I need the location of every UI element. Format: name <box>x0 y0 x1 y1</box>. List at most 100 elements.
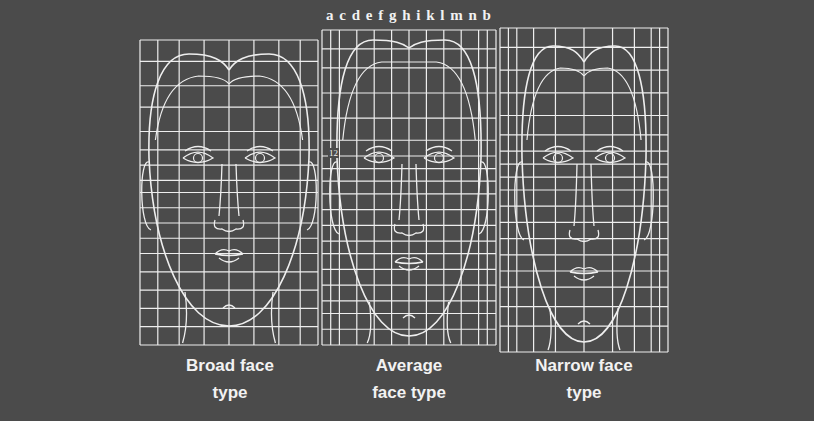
neck <box>548 308 620 350</box>
eye <box>364 147 394 163</box>
grid-line <box>322 29 496 30</box>
grid-line <box>140 308 318 309</box>
grid-line <box>140 238 318 239</box>
grid-line <box>500 134 668 135</box>
grid-line <box>500 254 668 255</box>
grid-line <box>322 225 496 226</box>
ear <box>142 162 317 230</box>
grid-line <box>140 290 318 291</box>
grid-line <box>140 271 318 272</box>
hairline <box>527 68 641 140</box>
grid-line <box>500 270 668 271</box>
grid-line <box>500 47 668 48</box>
eye <box>245 147 275 163</box>
grid-line <box>322 344 496 345</box>
face-type-caption: Narrow face type <box>534 352 634 406</box>
grid-line <box>322 168 496 169</box>
face-drawing <box>140 40 318 345</box>
grid-line <box>322 155 496 156</box>
grid-line <box>140 344 318 345</box>
head-outline <box>522 46 646 342</box>
iris <box>606 154 615 163</box>
eye <box>424 147 454 163</box>
grid-line <box>495 30 496 345</box>
grid-line <box>140 85 318 86</box>
grid-line <box>408 30 409 345</box>
grid-line <box>322 67 496 68</box>
grid-line <box>140 207 318 208</box>
grid-line <box>500 325 668 326</box>
grid-line <box>322 48 496 49</box>
mouth <box>215 250 243 308</box>
grid-line <box>356 30 357 345</box>
grid-line <box>140 149 318 150</box>
face-type-caption: Average face type <box>359 352 459 406</box>
iris <box>256 154 265 163</box>
grid-line <box>322 300 496 301</box>
grid-line <box>500 306 668 307</box>
neck <box>183 292 276 343</box>
ear <box>330 162 489 234</box>
grid-line <box>374 30 375 345</box>
ear <box>515 162 654 240</box>
grid-line <box>322 181 496 182</box>
face-drawing <box>500 28 668 352</box>
grid-line <box>140 222 318 223</box>
grid-line <box>500 27 668 28</box>
grid-line <box>140 131 318 132</box>
grid-line <box>322 193 496 194</box>
eye <box>595 147 625 163</box>
grid-line <box>426 30 427 345</box>
grid-line <box>140 192 318 193</box>
grid-line <box>500 189 668 190</box>
head-outline <box>337 40 481 336</box>
grid-line <box>500 70 668 71</box>
grid-line <box>322 240 496 241</box>
nose <box>214 164 243 232</box>
grid-line <box>461 30 462 345</box>
grid-line <box>322 253 496 254</box>
grid-line <box>322 313 496 314</box>
grid-line <box>500 287 668 288</box>
grid-line <box>140 164 318 165</box>
grid-line <box>500 222 668 223</box>
callout-number: 12 <box>328 148 339 158</box>
grid-line <box>322 118 496 119</box>
nose <box>569 164 598 242</box>
grid-line <box>500 238 668 239</box>
eye <box>183 147 213 163</box>
grid-line <box>500 176 668 177</box>
grid-line <box>322 329 496 330</box>
hairline <box>155 76 302 140</box>
grid-line <box>140 106 318 107</box>
grid-line <box>500 351 668 352</box>
grid-line <box>500 163 668 164</box>
grid-line <box>443 30 444 345</box>
face-drawing <box>322 30 496 345</box>
grid-line <box>140 180 318 181</box>
grid-line <box>391 30 392 345</box>
grid-line <box>322 140 496 141</box>
grid-line <box>322 285 496 286</box>
grid-letters: a c d e f g h i k l m n b <box>326 6 492 24</box>
grid-line <box>500 115 668 116</box>
mouth <box>570 268 598 324</box>
iris <box>435 154 444 163</box>
face-type-caption: Broad face type <box>180 352 280 406</box>
neck <box>367 302 451 343</box>
iris <box>194 154 203 163</box>
head-outline <box>149 54 309 326</box>
hairline <box>343 62 475 140</box>
grid-line <box>140 39 318 40</box>
grid-line <box>140 253 318 254</box>
iris <box>554 154 563 163</box>
mouth <box>395 258 423 318</box>
iris <box>375 154 384 163</box>
grid-line <box>322 209 496 210</box>
grid-line <box>321 30 322 345</box>
nose <box>394 164 423 236</box>
eye <box>543 147 573 163</box>
grid-line <box>140 61 318 62</box>
grid-line <box>500 151 668 152</box>
